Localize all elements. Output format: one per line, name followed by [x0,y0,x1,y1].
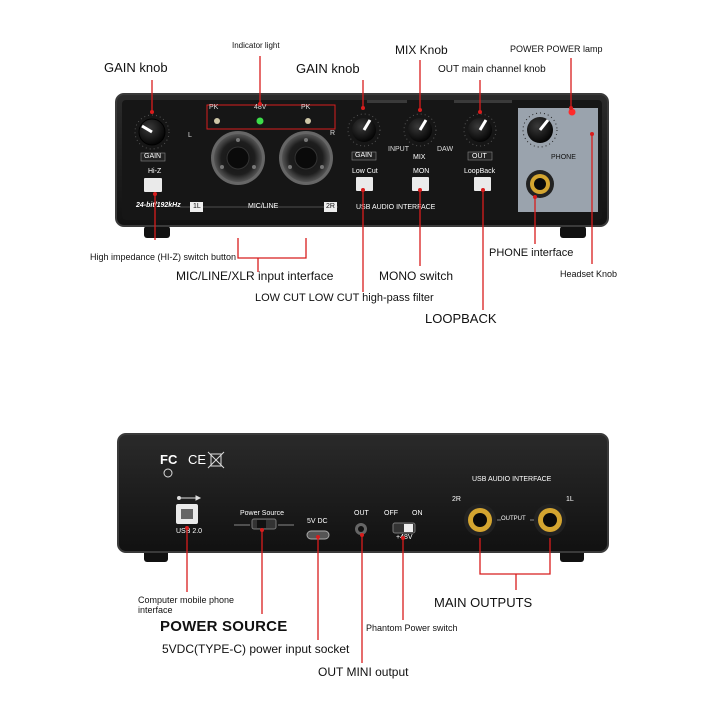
gain-r-mark: R [330,130,336,137]
power-source-panel-label: Power Source [240,510,284,517]
gain-knob-left-shape [134,114,170,150]
dc-socket-callout: 5VDC(TYPE-C) power input socket [162,642,350,656]
computer-phone-callout: Computer mobile phone interface [138,595,235,615]
ch2-label: 2R [326,203,335,210]
usb-interface-rear-label: USB AUDIO INTERFACE [472,476,552,483]
mono-switch-callout: MONO switch [379,269,454,283]
hiz-switch-callout: High impedance (HI-Z) switch button [90,252,237,262]
gain-knob-left-callout: GAIN knob [104,60,168,75]
phone-panel-label: PHONE [551,154,576,161]
48v-label: 48V [254,104,267,111]
gain-knob-right-callout: GAIN knob [296,61,360,76]
mon-label: MON [413,168,430,175]
model-label: 24-bit/192kHz [136,202,181,209]
output-2r-label: 2R [452,496,461,503]
power-source-callout: POWER SOURCE [160,618,288,635]
daw-label: DAW [437,146,454,153]
led-48v [256,117,264,125]
gain-left-label: GAIN [144,153,162,160]
5v-dc-label: 5V DC [307,518,328,525]
off-label: OFF [384,510,398,517]
usb20-label: USB 2.0 [176,528,203,535]
mix-label: MIX [413,154,426,161]
rear-panel-device: FC CE USB AUDIO INTERFACE 2R 1L OUTPUT P… [116,432,610,566]
mic-line-xlr-callout: MIC/LINE/XLR input interface [176,269,334,283]
mic-line-label: MIC/LINE [248,203,279,210]
mix-knob-callout: MIX Knob [395,43,448,57]
ch1-label: 1L [193,203,201,210]
input-label: INPUT [388,146,409,153]
fc-mark: FC [160,452,178,467]
gain-l-mark: L [188,132,192,139]
out-label: OUT [472,153,487,160]
pk-right-label: PK [301,104,311,111]
low-cut-filter-callout: LOW CUT LOW CUT high-pass filter [255,292,434,304]
indicator-light-callout: Indicator light [232,41,280,50]
on-label: ON [412,510,423,517]
power-led [568,108,576,116]
lowcut-label: Low Cut [352,168,378,175]
main-outputs-callout: MAIN OUTPUTS [434,595,533,610]
out-mini-callout: OUT MINI output [318,665,409,679]
loopback-panel-label: LoopBack [464,168,496,175]
phone-interface-callout: PHONE interface [489,247,574,259]
hiz-label: Hi-Z [148,168,162,175]
usb-symbol-icon [177,495,202,501]
headset-knob-callout: Headset Knob [560,269,618,279]
ce-mark: CE [188,452,207,467]
out-mini-panel-label: OUT [354,510,369,517]
loopback-callout: LOOPBACK [425,311,497,326]
out-main-knob-callout: OUT main channel knob [438,64,546,75]
weee-bin-icon [207,451,225,469]
rear-panel-artwork [117,433,609,562]
output-label: OUTPUT [501,516,526,522]
output-1l-label: 1L [566,496,574,503]
power-lamp-callout: POWER POWER lamp [510,44,603,54]
gain-right-label: GAIN [355,152,373,159]
usb-interface-front-label: USB AUDIO INTERFACE [356,204,436,211]
pk-left-label: PK [209,104,219,111]
phantom-switch-callout: Phantom Power switch [366,623,458,633]
